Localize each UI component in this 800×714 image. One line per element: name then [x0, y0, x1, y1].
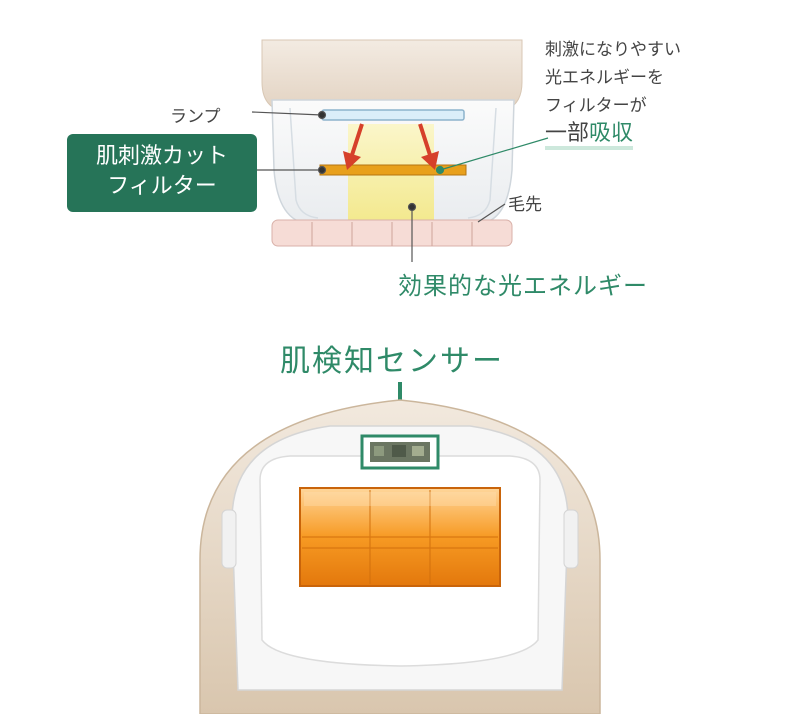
absorbed-light-arrows: [343, 123, 439, 170]
skin-filter-label-line1: 肌刺激カット: [95, 144, 228, 169]
effective-light-label: 効果的な光エネルギー: [398, 272, 648, 300]
hair-tip-label: 毛先: [508, 195, 542, 215]
filter-note: 刺激になりやすい 光エネルギーを フィルターが 一部吸収: [545, 36, 681, 150]
leader-lines: [251, 110, 506, 262]
note-line-3: フィルターが: [545, 96, 647, 116]
note-line-1: 刺激になりやすい: [545, 40, 681, 60]
note-line-4: 一部吸収: [545, 120, 681, 150]
skin-filter-label-line2: フィルター: [107, 174, 217, 199]
lamp-label: ランプ: [170, 107, 221, 127]
note-partial: 一部: [545, 121, 590, 150]
skin-sensor-label: 肌検知センサー: [280, 344, 504, 379]
skin-filter-label-box: 肌刺激カット フィルター: [67, 134, 257, 212]
skin-sensor-chip: [360, 434, 440, 470]
lamp-bar: [321, 109, 465, 121]
note-line-2: 光エネルギーを: [545, 68, 664, 88]
skin-surface: [271, 219, 513, 247]
absorb-leader: [435, 137, 549, 175]
note-absorb: 吸収: [589, 121, 634, 150]
lamp-window: [299, 487, 501, 587]
filter-bar: [319, 164, 467, 176]
